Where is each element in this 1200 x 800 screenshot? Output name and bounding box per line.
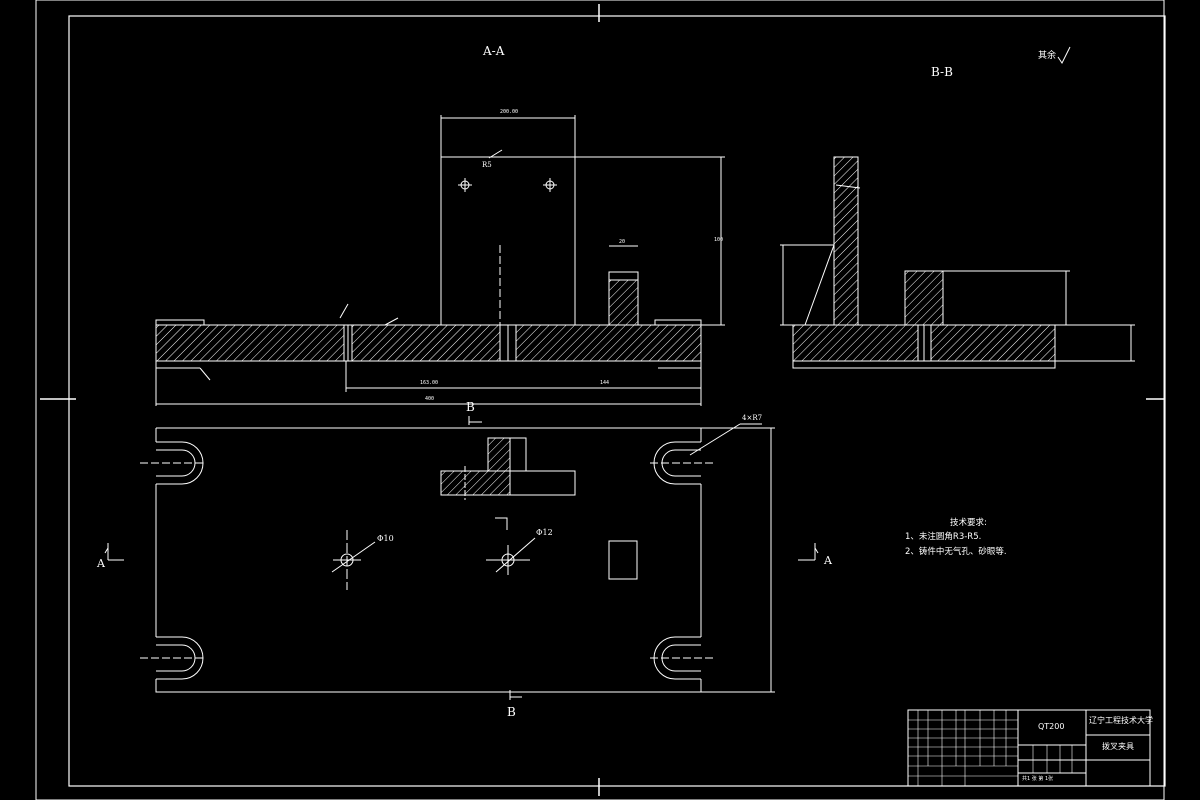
plan-view xyxy=(104,416,819,700)
hole-phi10-label: Φ10 xyxy=(377,534,394,543)
section-mark-a-left: A xyxy=(97,557,105,570)
tech-requirement-2: 2、铸件中无气孔、砂眼等. xyxy=(905,547,1007,557)
dim-right-seg: 144 xyxy=(600,380,610,386)
hole-phi12-label: Φ12 xyxy=(536,528,553,537)
section-view-aa xyxy=(155,115,725,406)
title-part-name: 拨叉夹具 xyxy=(1102,742,1134,751)
section-label-aa: A-A xyxy=(483,44,505,58)
tech-requirement-1: 1、未注圆角R3-R5. xyxy=(905,532,982,542)
title-block xyxy=(907,709,1151,787)
section-mark-b-bottom: B xyxy=(507,705,516,719)
slot-callout-label: 4×R7 xyxy=(742,414,763,422)
roughness-note: 其余 xyxy=(1038,51,1057,61)
tech-requirements-title: 技术要求: xyxy=(950,518,987,528)
title-school: 辽宁工程技术大学 xyxy=(1089,716,1153,725)
sheet-frame xyxy=(35,0,1166,800)
dim-total: 400 xyxy=(425,396,435,402)
dim-left-seg: 163.00 xyxy=(420,380,439,386)
fillet-r5-label: R5 xyxy=(482,161,492,169)
section-view-bb xyxy=(780,156,1135,369)
dim-rib-width: 20 xyxy=(619,239,626,245)
section-label-bb: B-B xyxy=(931,65,953,79)
dim-top-width: 200.00 xyxy=(500,109,519,115)
title-material: QT200 xyxy=(1038,722,1065,731)
dim-height: 100 xyxy=(714,237,724,243)
section-mark-a-right: A xyxy=(824,554,832,567)
section-mark-b-top: B xyxy=(466,400,475,414)
roughness-symbol xyxy=(1057,46,1071,64)
title-scale-row: 共1 张 第 1张 xyxy=(1022,776,1054,782)
